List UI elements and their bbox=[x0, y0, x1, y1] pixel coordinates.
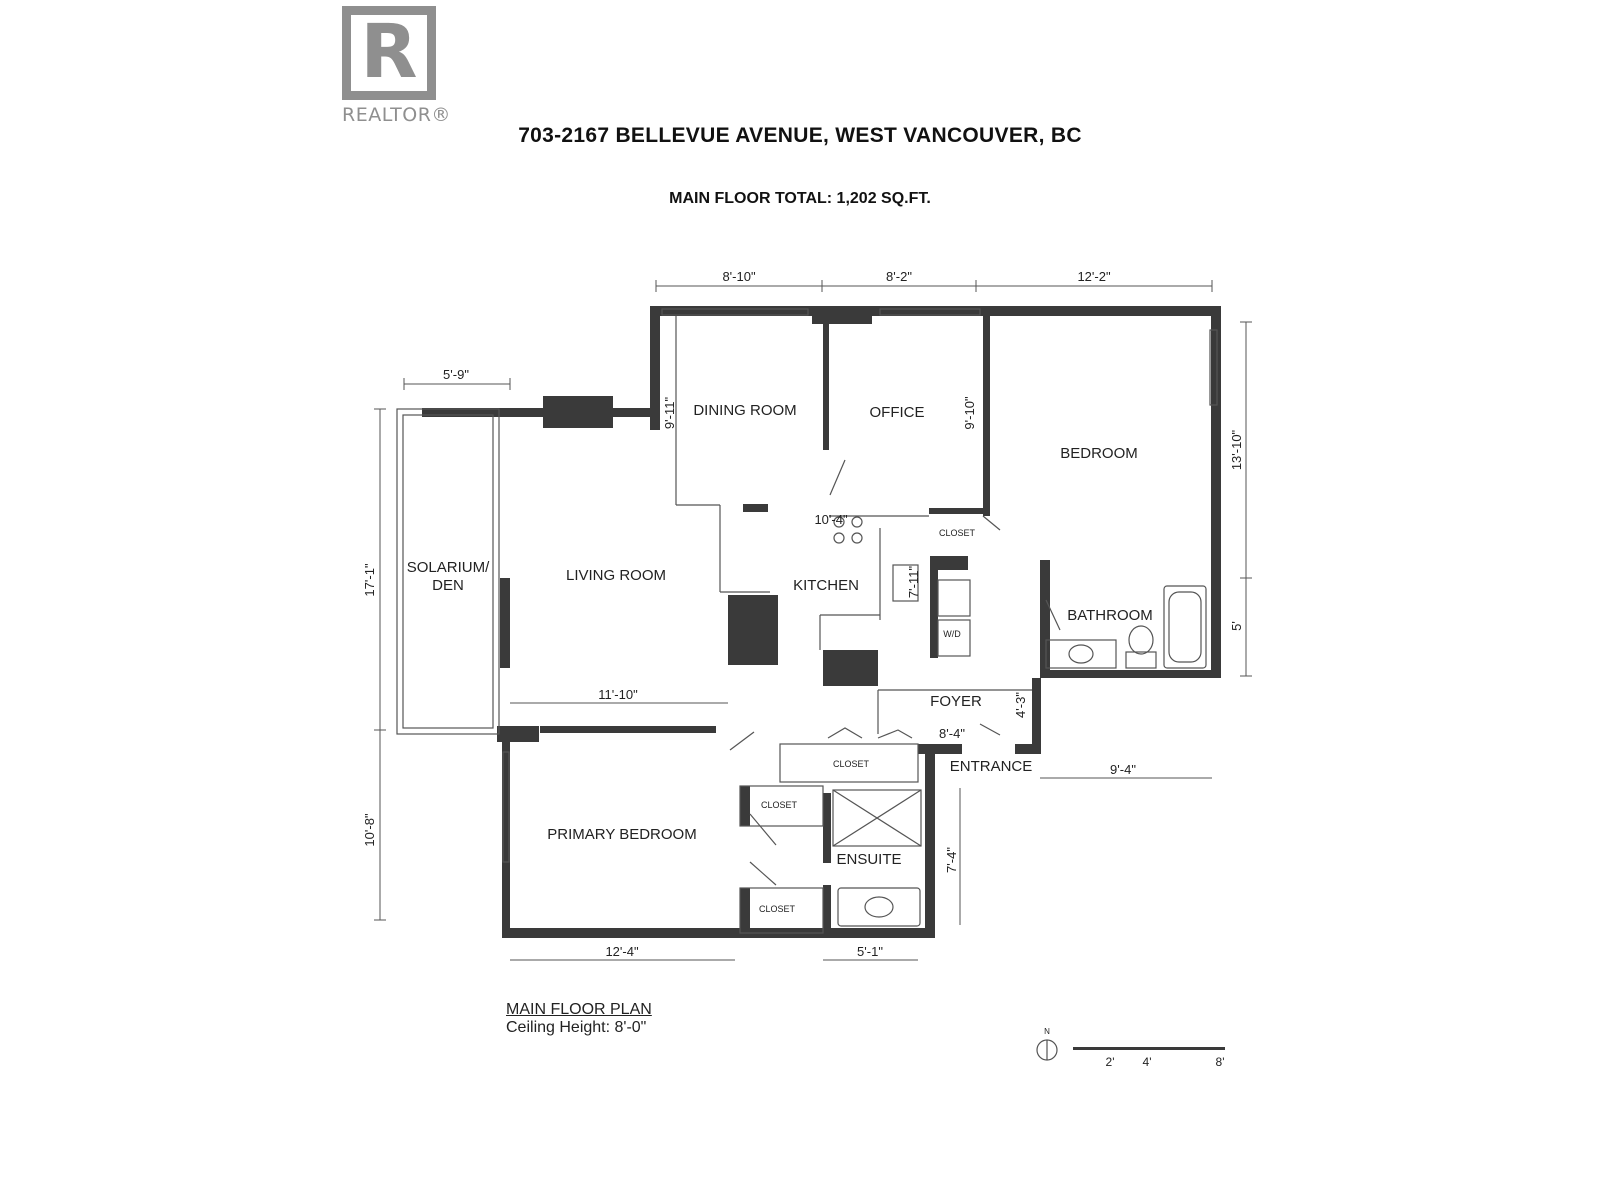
label-entrance: ENTRANCE bbox=[950, 758, 1033, 775]
dim-ensuite-width: 5'-1" bbox=[857, 944, 883, 959]
label-bathroom: BATHROOM bbox=[1067, 607, 1153, 624]
dimension-labels: 8'-10" 8'-2" 12'-2" 5'-9" 10'-4" 11'-10"… bbox=[362, 269, 1244, 959]
dim-primary-height: 10'-8" bbox=[362, 813, 377, 847]
scale-label-4: 4' bbox=[1143, 1055, 1152, 1069]
label-ensuite: ENSUITE bbox=[836, 851, 901, 868]
dim-kitchen-width: 10'-4" bbox=[814, 512, 848, 527]
dim-foyer-height: 4'-3" bbox=[1013, 692, 1028, 718]
scale-label-2: 2' bbox=[1106, 1055, 1115, 1069]
north-compass: N bbox=[1036, 1027, 1058, 1061]
dim-kitchen-height: 7'-11" bbox=[906, 566, 921, 599]
walls bbox=[422, 306, 1221, 938]
scale-bar-line bbox=[1073, 1047, 1225, 1050]
label-wd: W/D bbox=[943, 629, 961, 639]
ceiling-height: Ceiling Height: 8'-0" bbox=[506, 1019, 647, 1036]
dim-living-width: 11'-10" bbox=[598, 687, 638, 702]
label-closet-kitchen: CLOSET bbox=[939, 528, 976, 538]
room-labels: DINING ROOM OFFICE BEDROOM SOLARIUM/ DEN… bbox=[407, 402, 1153, 868]
scale-bar: 2' 4' 8' bbox=[1073, 1047, 1225, 1069]
realtor-logo: R REALTOR® bbox=[342, 6, 450, 126]
dim-office-height: 9'-10" bbox=[962, 396, 977, 430]
label-primary-bedroom: PRIMARY BEDROOM bbox=[547, 826, 696, 843]
logo-wordmark: REALTOR® bbox=[342, 104, 451, 126]
dim-dining-height: 9'-11" bbox=[662, 397, 677, 430]
label-foyer: FOYER bbox=[930, 693, 982, 710]
dim-dining-width: 8'-10" bbox=[722, 269, 756, 284]
label-closet-primary-1: CLOSET bbox=[761, 800, 798, 810]
label-solarium: SOLARIUM/ bbox=[407, 559, 490, 576]
label-closet-primary-2: CLOSET bbox=[759, 904, 796, 914]
plan-caption-title: MAIN FLOOR PLAN bbox=[506, 1001, 652, 1018]
dim-bathroom-height: 5' bbox=[1229, 621, 1244, 631]
dim-foyer-width: 8'-4" bbox=[939, 726, 965, 741]
label-office: OFFICE bbox=[870, 404, 925, 421]
label-closet-hall: CLOSET bbox=[833, 759, 870, 769]
floor-total: MAIN FLOOR TOTAL: 1,202 SQ.FT. bbox=[669, 190, 931, 207]
plan-caption: MAIN FLOOR PLAN Ceiling Height: 8'-0" bbox=[506, 1001, 652, 1037]
dim-office-width: 8'-2" bbox=[886, 269, 912, 284]
logo-r-glyph: R bbox=[360, 9, 418, 95]
label-solarium-den: DEN bbox=[432, 577, 464, 594]
label-dining-room: DINING ROOM bbox=[693, 402, 796, 419]
small-labels: CLOSET CLOSET CLOSET CLOSET W/D bbox=[759, 528, 976, 914]
label-kitchen: KITCHEN bbox=[793, 577, 859, 594]
dimension-lines bbox=[374, 280, 1252, 961]
dim-solarium-width: 5'-9" bbox=[443, 367, 469, 382]
listing-address: 703-2167 BELLEVUE AVENUE, WEST VANCOUVER… bbox=[518, 124, 1082, 147]
dim-entrance-width: 9'-4" bbox=[1110, 762, 1136, 777]
logo-inner bbox=[351, 15, 427, 91]
dim-primary-width: 12'-4" bbox=[605, 944, 639, 959]
scale-label-8: 8' bbox=[1216, 1055, 1225, 1069]
logo-box: R bbox=[342, 6, 436, 100]
dim-bedroom-width: 12'-2" bbox=[1077, 269, 1111, 284]
label-bedroom: BEDROOM bbox=[1060, 445, 1138, 462]
dim-bedroom-height: 13'-10" bbox=[1229, 429, 1244, 470]
compass-north-label: N bbox=[1044, 1027, 1050, 1036]
dim-ensuite-height: 7'-4" bbox=[944, 847, 959, 873]
label-living-room: LIVING ROOM bbox=[566, 567, 666, 584]
dim-living-height: 17'-1" bbox=[362, 563, 377, 597]
thin-walls bbox=[396, 308, 1218, 934]
